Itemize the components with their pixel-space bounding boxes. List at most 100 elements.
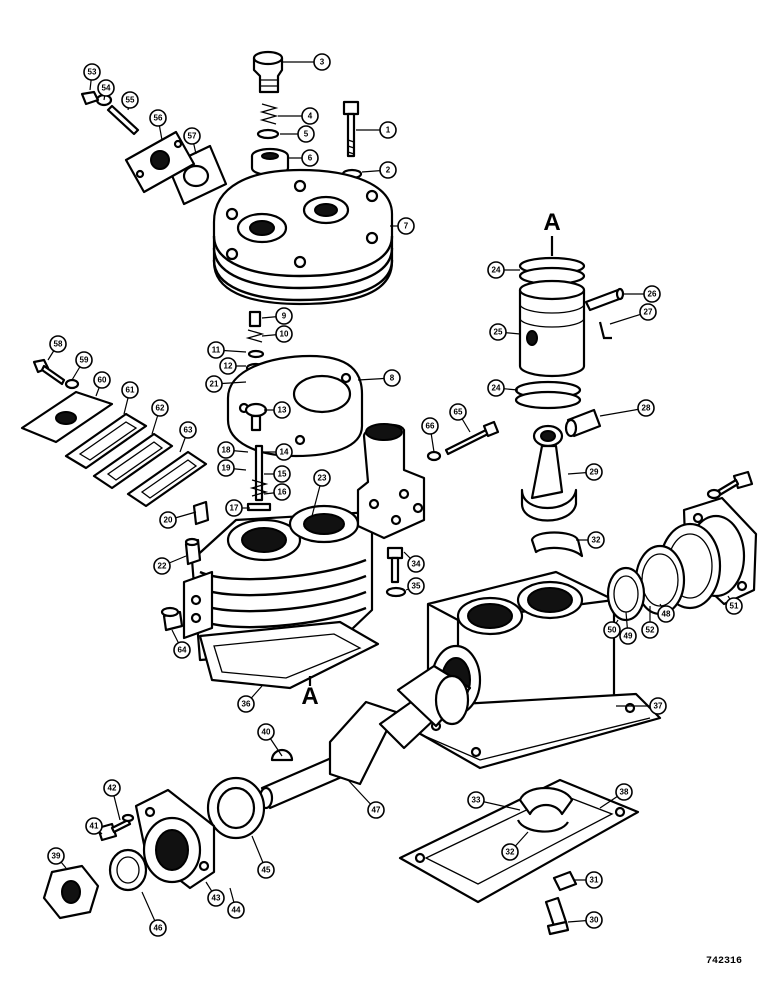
mount-bolt-part <box>385 546 407 598</box>
callout-number: 54 <box>102 84 111 93</box>
callout-circle <box>207 341 225 359</box>
valve-cap-part <box>252 50 284 94</box>
callout-circle <box>217 459 235 477</box>
callout-circle <box>273 401 291 419</box>
callout-number: 29 <box>590 468 599 477</box>
callout-circle <box>487 261 505 279</box>
rod-cap-part <box>530 531 584 558</box>
callout-circle <box>407 577 425 595</box>
callout-number: 39 <box>52 852 61 861</box>
callout-number: 22 <box>158 562 167 571</box>
callout-circle <box>207 889 225 907</box>
callout-number: 58 <box>54 340 63 349</box>
callout-number: 1 <box>386 126 391 135</box>
callout-circle <box>487 379 505 397</box>
front-cover-bolt-part <box>96 813 135 842</box>
callout-circle <box>225 499 243 517</box>
callout-circle <box>83 63 101 81</box>
callout-circle <box>49 335 67 353</box>
governor-body-part <box>356 423 426 540</box>
callout-number: 61 <box>126 386 135 395</box>
callout-circle <box>367 801 385 819</box>
callout-circle <box>153 557 171 575</box>
callout-number: 20 <box>164 516 173 525</box>
callout-circle <box>643 285 661 303</box>
callout-number: 42 <box>108 784 117 793</box>
unloader-stem-part <box>246 444 272 512</box>
callout-number: 37 <box>654 702 663 711</box>
bearing-shell-part <box>516 787 574 833</box>
cylinder-base-gasket-part <box>198 620 380 690</box>
callout-number: 51 <box>730 602 739 611</box>
piston-part <box>518 279 586 378</box>
callout-circle <box>619 627 637 645</box>
bottom-bolt-part <box>544 870 578 936</box>
callout-number: 4 <box>308 112 313 121</box>
callout-number: 6 <box>308 154 313 163</box>
callout-number: 32 <box>592 536 601 545</box>
callout-number: 27 <box>644 308 653 317</box>
callout-circle <box>257 723 275 741</box>
callout-number: 2 <box>386 166 391 175</box>
callout-circle <box>173 641 191 659</box>
callout-number: 3 <box>320 58 325 67</box>
callout-number: 63 <box>184 426 193 435</box>
callout-number: 32 <box>506 848 515 857</box>
callout-layer: 1234567891011121314151617181920212223242… <box>47 53 743 937</box>
callout-circle <box>237 695 255 713</box>
callout-circle <box>275 307 293 325</box>
callout-circle <box>121 381 139 399</box>
callout-circle <box>603 621 621 639</box>
callout-circle <box>489 323 507 341</box>
callout-circle <box>449 403 467 421</box>
callout-number: 62 <box>156 404 165 413</box>
dowel-pin-part <box>184 537 202 566</box>
callout-number: 47 <box>372 806 381 815</box>
callout-circle <box>407 555 425 573</box>
callout-circle <box>103 779 121 797</box>
callout-circle <box>637 399 655 417</box>
valve-spring-part <box>256 103 280 140</box>
callout-circle <box>179 421 197 439</box>
callout-number: 45 <box>262 866 271 875</box>
intake-gasket-3 <box>126 450 208 508</box>
callout-circle <box>313 53 331 71</box>
callout-circle <box>501 843 519 861</box>
callout-circle <box>75 351 93 369</box>
callout-circle <box>273 465 291 483</box>
governor-bolt-part <box>426 420 500 462</box>
callout-circle <box>275 443 293 461</box>
intake-gasket-2 <box>92 432 174 490</box>
callout-number: 14 <box>280 448 289 457</box>
callout-circle <box>275 325 293 343</box>
callout-number: 38 <box>620 788 629 797</box>
piston-pin-part <box>584 287 625 312</box>
callout-number: 66 <box>426 422 435 431</box>
callout-number: 65 <box>454 408 463 417</box>
callout-number: 26 <box>648 290 657 299</box>
callout-circle <box>159 511 177 529</box>
callout-number: 12 <box>224 362 233 371</box>
front-oil-seal-part <box>108 848 148 892</box>
callout-circle <box>383 369 401 387</box>
callout-number: 8 <box>390 374 395 383</box>
callout-circle <box>657 605 675 623</box>
callout-number: 36 <box>242 700 251 709</box>
callout-number: 46 <box>154 924 163 933</box>
callout-number: 18 <box>222 446 231 455</box>
head-gasket-part <box>226 354 364 458</box>
callout-number: 52 <box>646 626 655 635</box>
callout-circle <box>649 697 667 715</box>
callout-circle <box>313 469 331 487</box>
callout-circle <box>301 107 319 125</box>
callout-circle <box>151 399 169 417</box>
callout-number: 9 <box>282 312 287 321</box>
callout-circle <box>725 597 743 615</box>
piston-ring-lower <box>514 380 582 410</box>
callout-number: 41 <box>90 822 99 831</box>
callout-circle <box>615 783 633 801</box>
rear-seal-part <box>606 566 646 622</box>
connecting-rod-part <box>520 424 578 522</box>
callout-circle <box>641 621 659 639</box>
